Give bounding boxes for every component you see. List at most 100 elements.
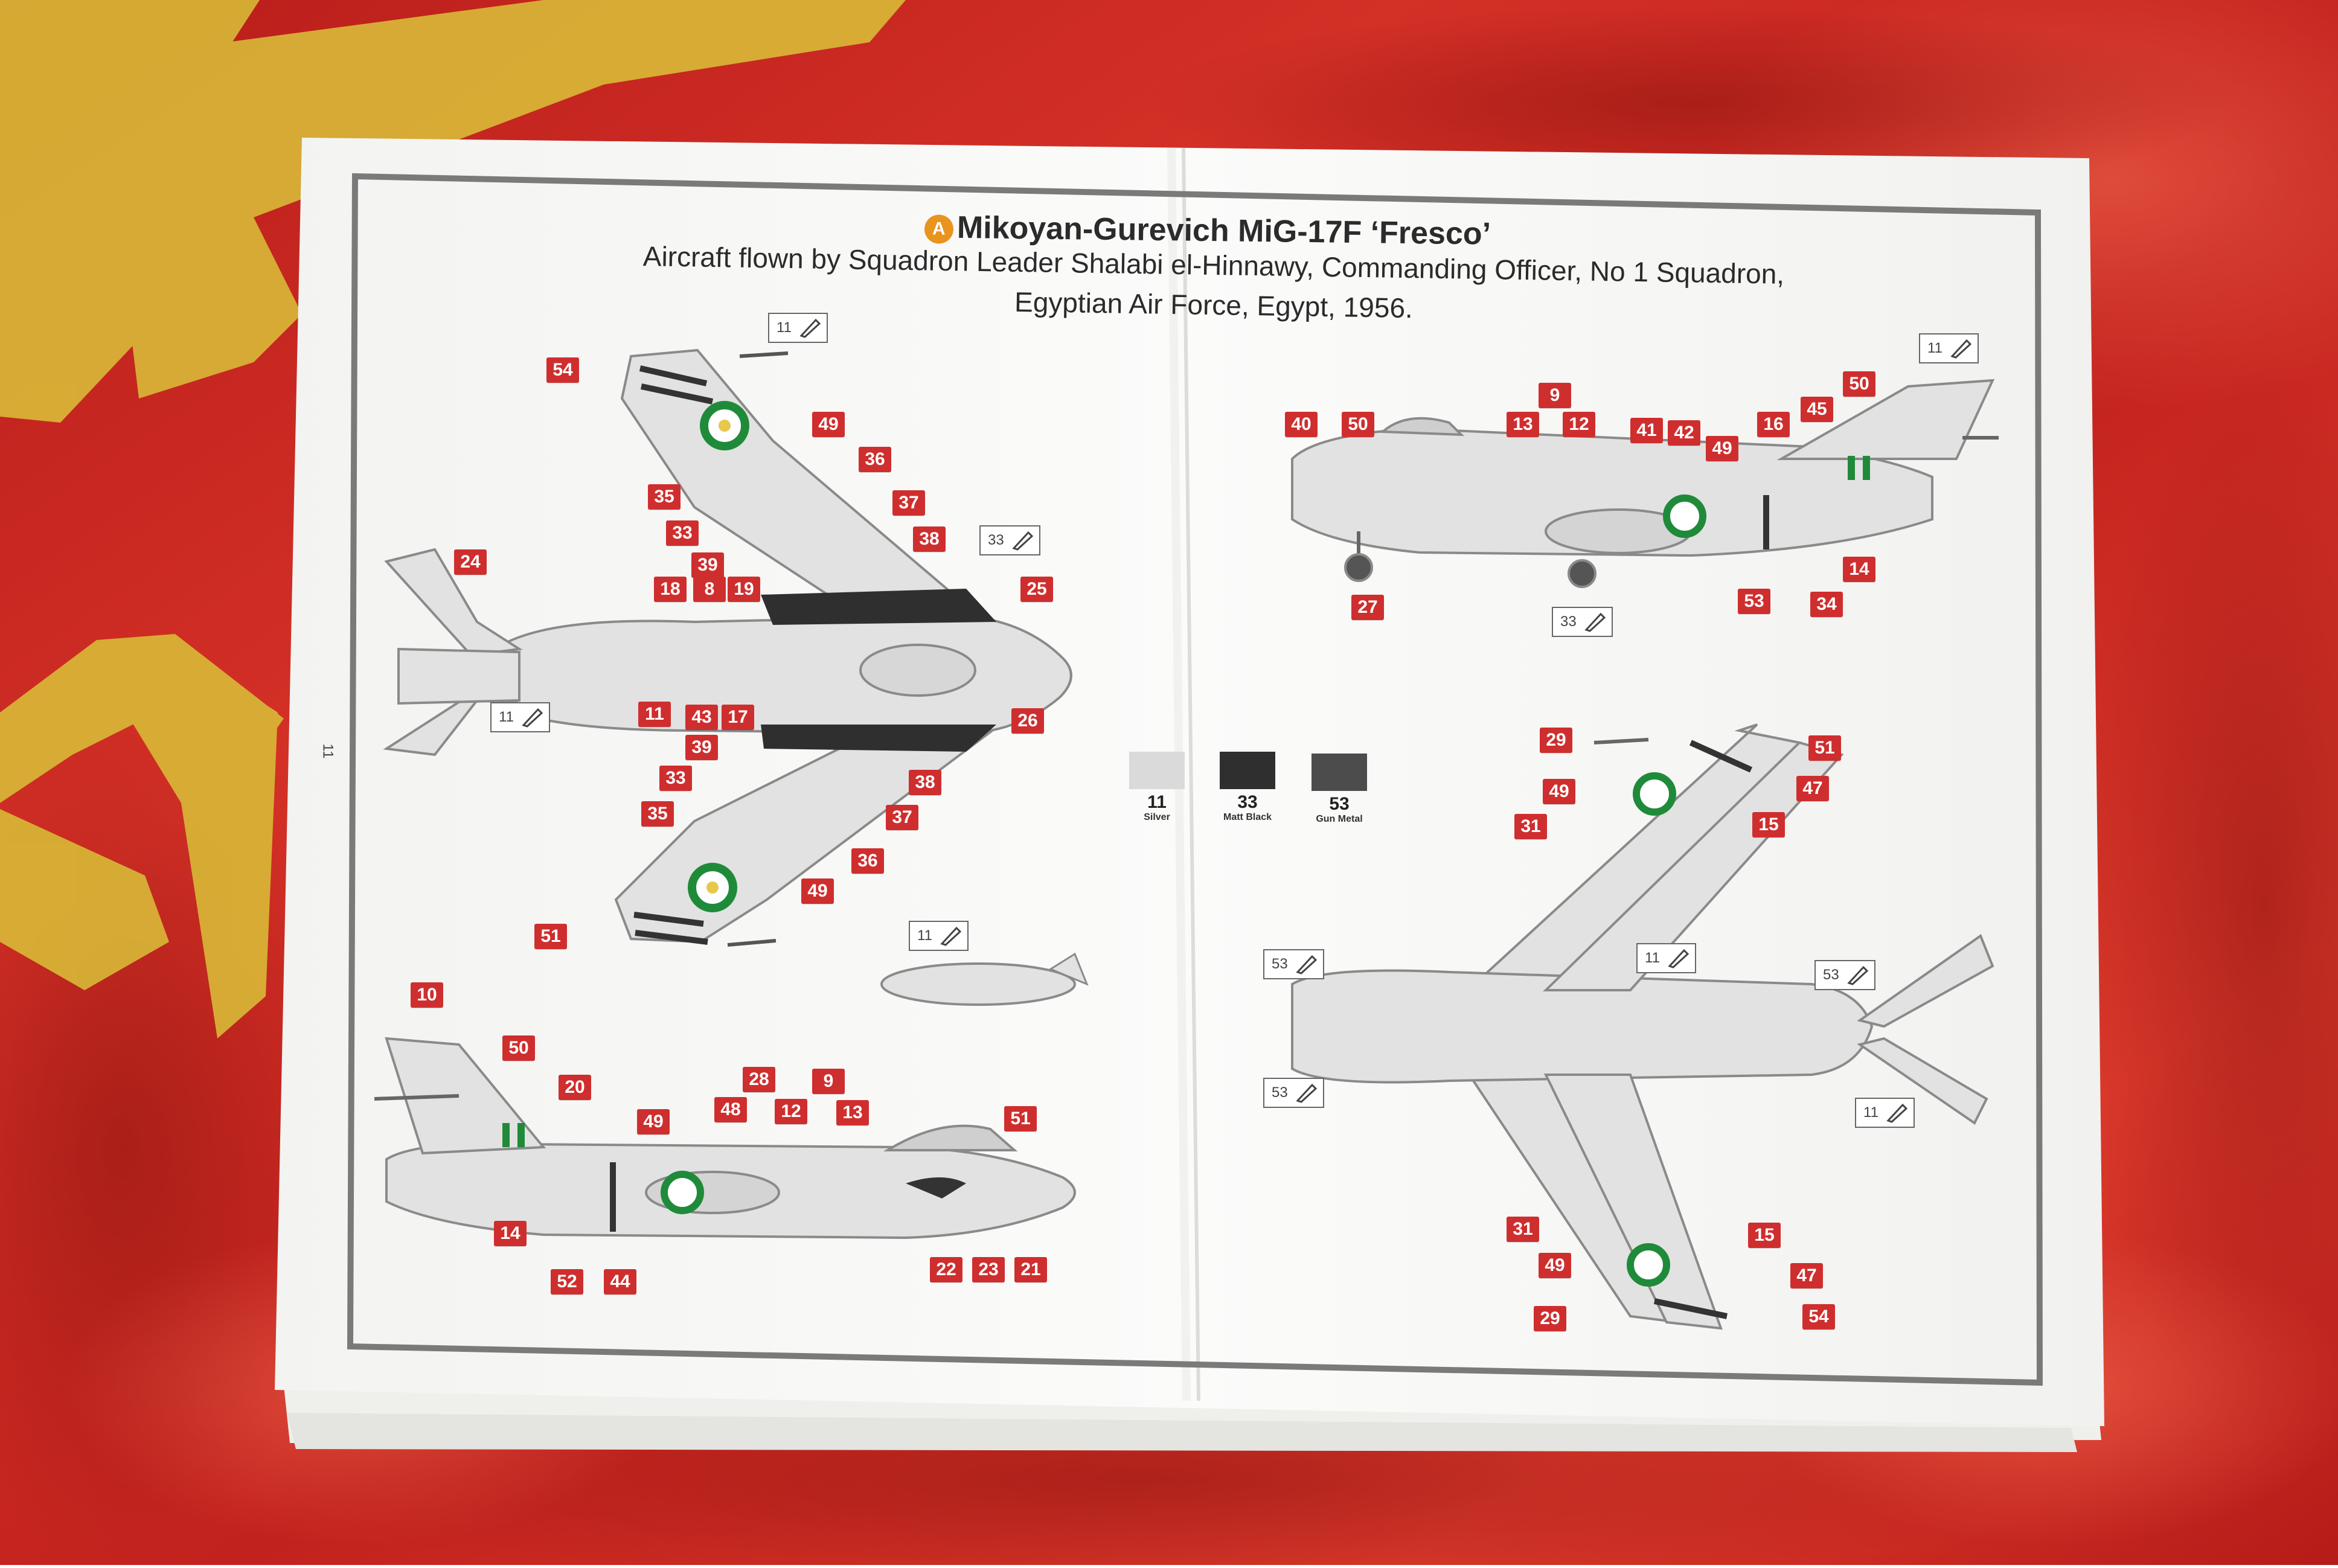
decal-tag: 51 xyxy=(1808,735,1841,761)
decal-tag: 37 xyxy=(886,805,918,830)
paint-callout: 11 xyxy=(1636,943,1696,973)
scheme-badge: A xyxy=(924,214,954,245)
paint-callout: 11 xyxy=(768,313,828,343)
swatch-number: 33 xyxy=(1237,792,1258,812)
brush-icon xyxy=(1296,1083,1317,1103)
brush-icon xyxy=(1584,612,1606,632)
decal-tag: 38 xyxy=(909,770,941,795)
decal-tag: 50 xyxy=(1342,412,1374,437)
decal-tag: 23 xyxy=(972,1257,1005,1282)
decal-tag: 47 xyxy=(1790,1263,1823,1288)
swatch-name: Silver xyxy=(1144,812,1170,822)
decal-tag: 19 xyxy=(728,577,760,602)
decal-tag: 49 xyxy=(1543,779,1575,804)
decal-tag: 14 xyxy=(494,1221,527,1246)
brush-icon xyxy=(1886,1103,1908,1123)
swatch-silver xyxy=(1129,752,1185,789)
page-number: 11 xyxy=(319,743,336,759)
decal-tag: 25 xyxy=(1020,577,1053,602)
decal-tag: 51 xyxy=(1004,1106,1037,1131)
swatch-name: Gun Metal xyxy=(1316,814,1363,824)
decal-tag: 35 xyxy=(648,484,681,510)
brush-icon xyxy=(1668,949,1689,968)
paint-callout: 11 xyxy=(909,921,969,951)
decal-tag: 17 xyxy=(722,705,754,730)
paint-callout: 33 xyxy=(979,525,1040,555)
brush-icon xyxy=(1950,339,1972,359)
decal-tag: 33 xyxy=(659,766,692,791)
decal-tag: 50 xyxy=(1843,371,1875,397)
right-side-view-aircraft xyxy=(1291,379,1999,588)
decal-tag: 8 xyxy=(693,577,726,602)
decal-tag: 31 xyxy=(1514,814,1547,839)
decal-tag: 43 xyxy=(685,705,718,730)
paint-callout: 53 xyxy=(1814,960,1875,990)
decal-tag: 11 xyxy=(638,702,671,727)
paint-callout: 11 xyxy=(1919,333,1979,363)
decal-tag: 26 xyxy=(1011,708,1044,734)
decal-tag: 54 xyxy=(1802,1304,1835,1330)
decal-tag: 21 xyxy=(1014,1257,1047,1282)
decal-tag: 38 xyxy=(913,526,946,552)
decal-tag: 37 xyxy=(892,490,925,516)
brush-icon xyxy=(1296,955,1317,974)
decal-tag: 53 xyxy=(1738,589,1770,614)
decal-tag: 34 xyxy=(1810,592,1843,617)
decal-tag: 16 xyxy=(1757,412,1790,437)
decal-tag: 39 xyxy=(685,735,718,760)
swatch-name: Matt Black xyxy=(1223,812,1272,822)
decal-tag: 50 xyxy=(502,1035,535,1061)
decal-tag: 15 xyxy=(1752,812,1785,837)
brush-icon xyxy=(1847,965,1868,985)
brush-icon xyxy=(1012,531,1033,551)
paint-callout: 53 xyxy=(1263,949,1324,979)
decal-tag: 9 xyxy=(812,1069,845,1094)
decal-tag: 13 xyxy=(1507,412,1539,437)
decal-tag: 27 xyxy=(1351,595,1384,620)
decal-tag: 40 xyxy=(1285,412,1318,437)
decal-tag: 12 xyxy=(775,1099,807,1124)
paint-callout: 33 xyxy=(1552,607,1613,637)
left-side-markings xyxy=(502,1123,966,1232)
decal-tag: 47 xyxy=(1796,776,1829,801)
swatch-number: 53 xyxy=(1329,794,1350,814)
decal-tag: 44 xyxy=(604,1269,636,1294)
decal-tag: 15 xyxy=(1748,1223,1781,1248)
decal-tag: 36 xyxy=(859,447,891,472)
decal-tag: 45 xyxy=(1801,397,1833,422)
decal-tag: 29 xyxy=(1534,1306,1566,1331)
drop-tank xyxy=(880,962,1076,1006)
decal-tag: 49 xyxy=(812,412,845,437)
brush-icon xyxy=(940,926,962,946)
flag-emblem xyxy=(0,0,906,1038)
decal-tag: 13 xyxy=(836,1100,869,1125)
decal-tag: 49 xyxy=(801,878,834,904)
decal-tag: 28 xyxy=(743,1067,775,1092)
paint-callout: 53 xyxy=(1263,1078,1324,1108)
underside-markings xyxy=(1593,738,1753,1319)
paint-callout: 11 xyxy=(1855,1098,1915,1128)
swatch-matt-black xyxy=(1220,752,1275,789)
underside-view-aircraft xyxy=(1291,723,1994,1330)
decal-tag: 18 xyxy=(654,577,687,602)
decal-tag: 22 xyxy=(930,1257,962,1282)
decal-tag: 24 xyxy=(454,549,487,575)
decal-tag: 49 xyxy=(1706,436,1738,461)
decal-tag: 36 xyxy=(851,848,884,874)
decal-tag: 49 xyxy=(637,1109,670,1134)
decal-tag: 12 xyxy=(1563,412,1595,437)
decal-tag: 42 xyxy=(1668,420,1700,446)
decal-tag: 54 xyxy=(546,357,579,383)
decal-tag: 20 xyxy=(559,1075,591,1100)
decal-tag: 41 xyxy=(1630,418,1663,443)
decal-tag: 49 xyxy=(1539,1253,1571,1278)
decal-tag: 10 xyxy=(411,982,443,1008)
paint-callout: 11 xyxy=(490,702,550,732)
right-side-markings xyxy=(1663,456,1870,549)
decal-tag: 35 xyxy=(641,801,674,827)
decal-tag: 9 xyxy=(1539,383,1571,408)
brush-icon xyxy=(799,318,821,338)
decal-tag: 29 xyxy=(1540,728,1572,753)
